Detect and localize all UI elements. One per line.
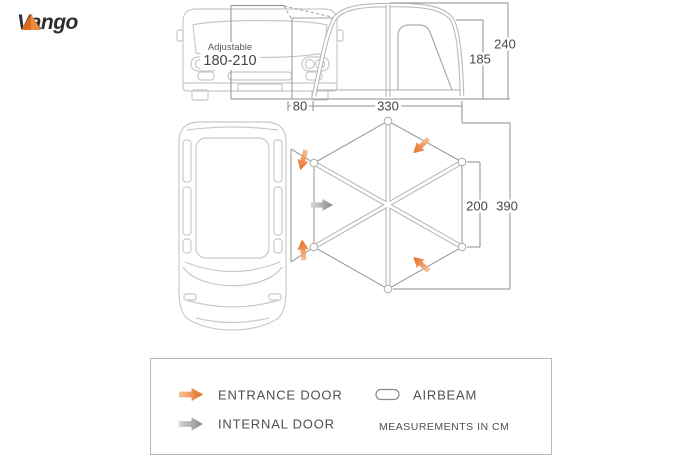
adjustable-range-text: 180-210: [203, 52, 257, 69]
dim-awning-width-label: 330: [375, 98, 401, 114]
logo-triangle-right: [31, 14, 41, 30]
airbeam-pill-icon: [375, 388, 400, 401]
legend-airbeam-label: AIRBEAM: [413, 387, 478, 403]
van-top-body: [178, 121, 287, 331]
van-top-left-window-c: [182, 238, 192, 254]
legend-entrance-door-label: ENTRANCE DOOR: [218, 387, 343, 403]
logo-triangle-left: [21, 14, 31, 30]
dim-inner-depth-label: 200: [464, 198, 490, 214]
legend-box: [150, 358, 552, 455]
van-top-right-window-c: [273, 238, 283, 254]
van-front-right-lamp-a: [304, 58, 316, 70]
van-front-right-grille: [305, 71, 323, 81]
legend-internal-door-label: INTERNAL DOOR: [218, 416, 335, 432]
van-top-left-window-a: [182, 139, 192, 183]
van-front-center-grille: [227, 71, 293, 81]
beam-end-top: [383, 116, 393, 126]
floorplan-dimensions: [393, 122, 511, 290]
van-front-body: [182, 8, 338, 92]
airbeam-diagonal-b-inner: [313, 160, 463, 249]
van-top-hood-line: [185, 299, 280, 308]
dim-tunnel-depth-label: 80: [290, 98, 310, 114]
van-top-right-window-a: [273, 139, 283, 183]
van-front-left-wheel: [191, 89, 209, 101]
vango-logo-mark: [21, 14, 41, 30]
van-front-left-mirror: [176, 29, 184, 42]
beam-end-bottom-left: [309, 242, 319, 252]
van-top-left-window-b: [182, 186, 192, 236]
van-front-right-mirror: [336, 29, 344, 42]
awning-door-outline: [397, 24, 453, 91]
van-top-left-light: [183, 293, 197, 301]
van-front-license-plate: [237, 83, 283, 92]
van-top-windshield-top: [184, 261, 281, 273]
adjustable-text: Adjustable: [207, 41, 253, 53]
van-top-right-window-b: [273, 186, 283, 236]
legend-icons: [178, 387, 400, 431]
beam-end-bottom-right: [457, 242, 467, 252]
vango-logo: Vango: [17, 12, 78, 33]
beam-end-top-left: [309, 158, 319, 168]
floorplan-airbeams: [309, 116, 467, 294]
dim-inner-height-label: 185: [467, 51, 493, 67]
beam-end-bottom: [383, 284, 393, 294]
dim-overall-height-label: 240: [492, 36, 518, 52]
van-front-left-grille: [197, 71, 215, 81]
entrance-door-arrow-top-right: [409, 134, 433, 158]
van-top-right-light: [268, 293, 282, 301]
van-top-view: [178, 121, 287, 331]
van-top-front-grille-line: [195, 317, 270, 324]
elevation-dimensions: [230, 2, 510, 123]
van-top-windshield-bottom: [182, 266, 283, 287]
dim-overall-depth-label: 390: [494, 198, 520, 214]
awning-outer-tube-inner: [312, 3, 464, 97]
legend-measurements-note: MEASUREMENTS IN CM: [379, 420, 510, 433]
van-top-roof-panel: [195, 137, 270, 259]
beam-end-top-right: [457, 157, 467, 167]
door-arrows: [294, 134, 433, 276]
adjustable-connection-dashes: [283, 5, 333, 19]
van-front-right-headlight: [301, 56, 330, 72]
entrance-door-arrow-bottom-right: [409, 252, 433, 276]
adjustable-height-label: Adjustable 180-210: [200, 41, 260, 71]
van-top-rear-line: [186, 126, 279, 131]
awning-elevation: [283, 2, 465, 99]
